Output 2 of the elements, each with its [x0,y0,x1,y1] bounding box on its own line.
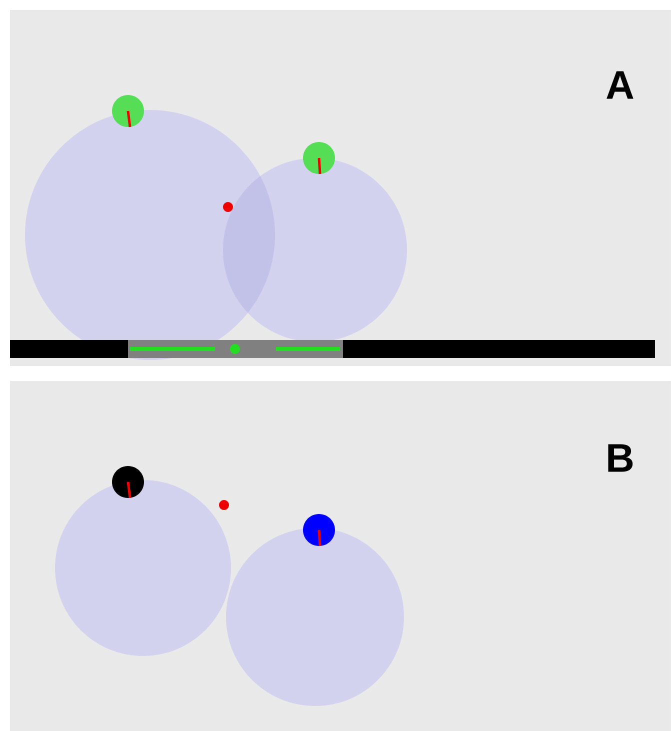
panel-label: A [606,71,634,99]
panel-label: B [608,444,633,472]
